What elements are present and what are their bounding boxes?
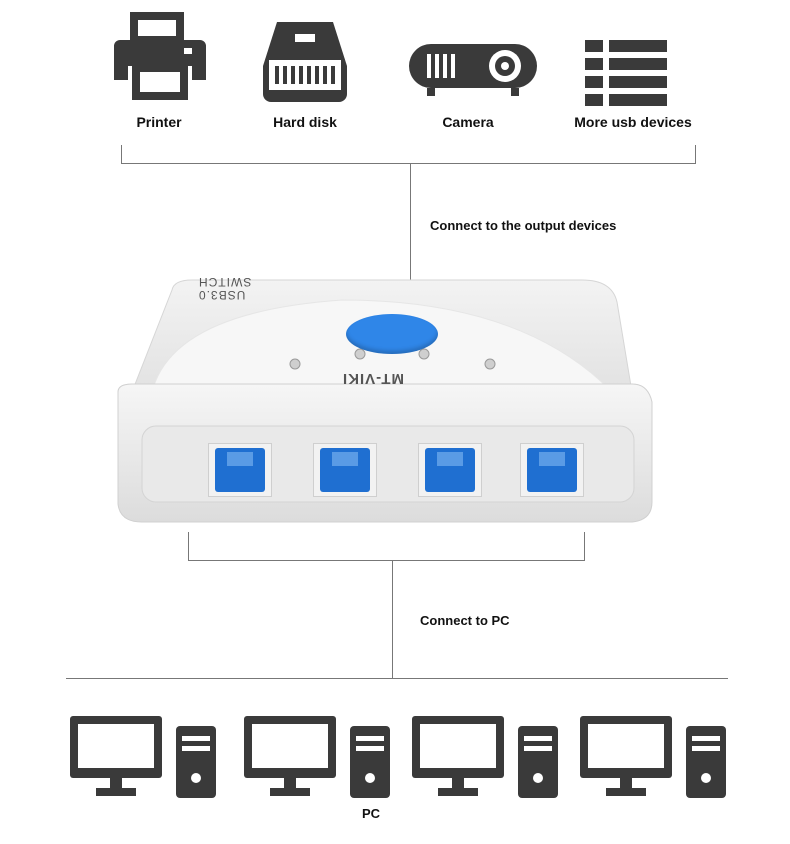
- printer-icon: [114, 12, 206, 100]
- model-label-line1: USB3.0: [198, 288, 246, 302]
- device-label-camera: Camera: [442, 114, 494, 130]
- device-label-more-usb: More usb devices: [574, 114, 692, 130]
- list-icon: [585, 40, 667, 106]
- output-connection-label: Connect to the output devices: [430, 218, 617, 233]
- top-connector-vertical: [410, 163, 411, 283]
- pc-icon-4: [580, 716, 726, 798]
- usb-port-3[interactable]: [418, 443, 482, 497]
- pc-bracket-left: [188, 532, 189, 561]
- pc-bracket-right: [584, 532, 585, 561]
- brand-label: MT-VIKI: [342, 370, 404, 387]
- top-bracket-left: [121, 145, 122, 164]
- pc-icon-3: [412, 716, 558, 798]
- device-label-hard-disk: Hard disk: [273, 114, 337, 130]
- hard-disk-icon: [263, 22, 347, 102]
- usb-port-2[interactable]: [313, 443, 377, 497]
- pc-row-line: [66, 678, 728, 679]
- usb-port-4[interactable]: [520, 443, 584, 497]
- device-label-printer: Printer: [136, 114, 182, 130]
- model-label-line2: SWITCH: [198, 275, 252, 289]
- pc-connector-vertical: [392, 560, 393, 678]
- pc-bracket-horizontal: [188, 560, 585, 561]
- switch-select-button[interactable]: [346, 314, 438, 354]
- usb-port-1[interactable]: [208, 443, 272, 497]
- pc-icon-1: [70, 716, 216, 798]
- top-bracket-horizontal: [121, 163, 696, 164]
- projector-camera-icon: [409, 44, 537, 96]
- usb-switch-device: [117, 279, 653, 523]
- top-bracket-right: [695, 145, 696, 164]
- pc-connection-label: Connect to PC: [420, 613, 510, 628]
- pc-label: PC: [362, 806, 381, 821]
- pc-icon-2: [244, 716, 390, 798]
